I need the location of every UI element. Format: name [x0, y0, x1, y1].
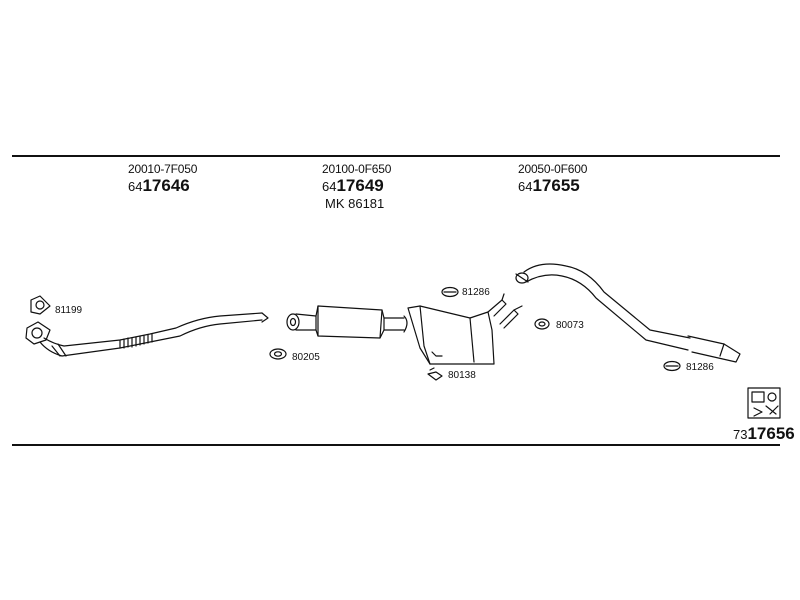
- oem-number-front-pipe: 20010-7F050: [128, 162, 198, 176]
- part-number-prefix: 64: [128, 179, 143, 194]
- rear-muffler-icon: [407, 293, 523, 365]
- kit-part-number-main: 17656: [747, 424, 795, 443]
- part-number-main: 17646: [142, 176, 190, 195]
- gasket-80205-icon: [269, 348, 287, 360]
- kit-part-number-prefix: 73: [733, 427, 748, 442]
- part-number-rear-pipe: 6417655: [518, 176, 580, 196]
- label-hanger-81286-b: 81286: [686, 362, 714, 373]
- hanger-81286-icon: [441, 286, 459, 298]
- clamp-80138-icon: [427, 367, 443, 381]
- bottom-divider-line: [12, 444, 780, 446]
- top-divider-line: [12, 155, 780, 157]
- hanger-81286-icon: [663, 360, 681, 372]
- mounting-kit-number: MK 86181: [325, 196, 385, 211]
- part-number-center-muffler: 6417649: [322, 176, 384, 196]
- label-clamp-80138: 80138: [448, 370, 476, 381]
- gasket-80073-icon: [534, 318, 550, 330]
- front-pipe-icon: [25, 312, 269, 357]
- label-gasket-81199: 81199: [55, 305, 83, 316]
- part-number-prefix: 64: [322, 179, 337, 194]
- part-number-main: 17649: [336, 176, 384, 195]
- gasket-81199-icon: [30, 295, 51, 315]
- part-number-front-pipe: 6417646: [128, 176, 190, 196]
- oem-number-rear-pipe: 20050-0F600: [518, 162, 588, 176]
- mounting-kit-box-icon: [747, 387, 781, 419]
- part-number-main: 17655: [532, 176, 580, 195]
- part-number-prefix: 64: [518, 179, 533, 194]
- label-gasket-80205: 80205: [292, 352, 320, 363]
- kit-part-number: 7317656: [733, 424, 795, 444]
- center-muffler-icon: [286, 305, 408, 339]
- oem-number-center-muffler: 20100-0F650: [322, 162, 392, 176]
- label-hanger-81286-a: 81286: [462, 287, 490, 298]
- rear-tail-pipe-icon: [515, 263, 741, 363]
- label-gasket-80073: 80073: [556, 320, 584, 331]
